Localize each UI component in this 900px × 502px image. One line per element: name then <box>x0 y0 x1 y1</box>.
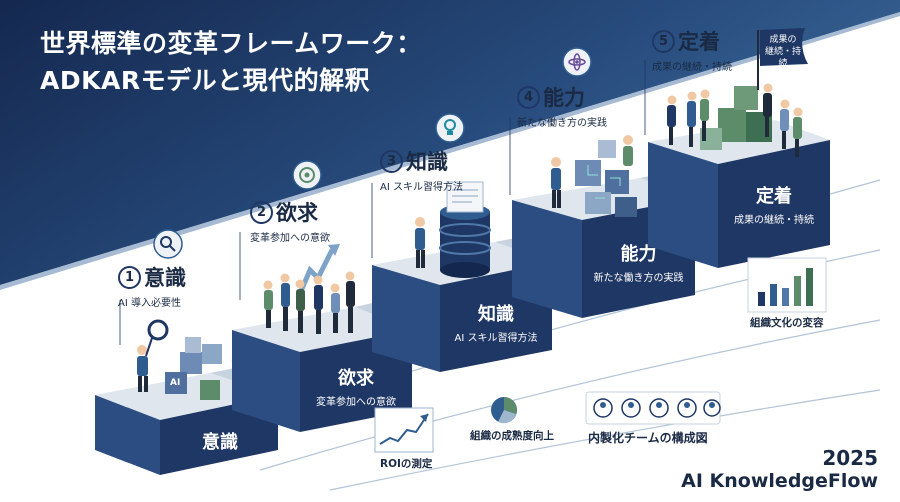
ai-cube-label: AI <box>170 378 181 388</box>
face-title: 能力 <box>620 244 657 265</box>
flag-line1: 成果の <box>769 35 797 45</box>
lightbulb-icon <box>435 113 465 143</box>
footer-year: 2025 <box>822 446 878 470</box>
team-icon <box>585 391 721 425</box>
face-reinforcement: 定着 成果の継続・持続 <box>718 182 830 226</box>
face-title: 定着 <box>756 186 792 207</box>
step-name: 定着 <box>678 30 720 54</box>
awareness-props <box>137 319 222 400</box>
annotation-team: 内製化チームの構成図 <box>588 431 708 445</box>
face-knowledge: 知識 AI スキル習得方法 <box>440 300 552 344</box>
page-title-line1: 世界標準の変革フレームワーク： <box>40 29 422 58</box>
block-desire-side <box>232 330 300 432</box>
target-icon <box>292 160 322 190</box>
block-knowledge-side <box>372 265 440 372</box>
step-subtitle: 成果の継続・持続 <box>652 62 732 73</box>
pie-chart-icon <box>491 397 517 424</box>
step-name: 知識 <box>406 150 448 174</box>
step-number: 4 <box>517 85 540 109</box>
step-subtitle: AI スキル習得方法 <box>380 182 463 193</box>
flag-text: 成果の 継続・持続 <box>762 34 804 70</box>
face-subtitle: AI スキル習得方法 <box>454 333 538 344</box>
block-reinforcement-front <box>718 140 830 268</box>
annotation-maturity: 組織の成熟度向上 <box>470 430 554 442</box>
step-number: 3 <box>380 149 403 173</box>
face-awareness: 意識 <box>165 428 275 454</box>
step-name: 能力 <box>543 86 585 110</box>
flag-icon <box>757 28 808 90</box>
annotation-culture: 組織文化の変容 <box>750 317 824 329</box>
face-ability: 能力 新たな働き方の実践 <box>582 240 695 284</box>
block-desire-top <box>232 307 412 352</box>
ability-circuit <box>551 135 637 217</box>
flag-line2: 継続・持続 <box>764 47 801 69</box>
bar-chart-icon <box>747 257 827 313</box>
annotation-roi: ROIの測定 <box>380 458 433 470</box>
step-subtitle: 新たな働き方の実践 <box>517 118 607 129</box>
step-subtitle: AI 導入必要性 <box>118 298 181 309</box>
knowledge-database <box>415 181 491 278</box>
line-chart-icon <box>374 407 434 453</box>
block-ability-side <box>512 200 582 318</box>
header-band-edge <box>0 12 900 290</box>
step-number: 5 <box>652 29 675 53</box>
face-title: 知識 <box>478 304 514 325</box>
step-number: 2 <box>250 200 273 224</box>
footer-brand: AI KnowledgeFlow <box>681 470 878 492</box>
face-title: 欲求 <box>338 368 374 389</box>
step-name: 意識 <box>144 266 186 290</box>
magnifier-icon <box>153 229 183 259</box>
face-title: 意識 <box>202 432 238 453</box>
face-subtitle: 成果の継続・持続 <box>734 215 814 226</box>
atom-icon <box>562 47 592 77</box>
face-desire: 欲求 変革参加への意欲 <box>300 364 412 408</box>
step-number: 1 <box>118 265 141 289</box>
block-awareness-side <box>95 395 160 475</box>
step-subtitle: 変革参加への意欲 <box>250 233 330 244</box>
face-subtitle: 変革参加への意欲 <box>316 397 396 408</box>
block-reinforcement-side <box>648 142 718 268</box>
desire-people <box>263 244 355 334</box>
face-subtitle: 新たな働き方の実践 <box>593 273 684 284</box>
reinforcement-celebration <box>667 83 803 157</box>
page-title-line2: ADKARモデルと現代的解釈 <box>40 66 371 95</box>
label-connectors <box>119 60 646 345</box>
step-name: 欲求 <box>276 201 318 225</box>
